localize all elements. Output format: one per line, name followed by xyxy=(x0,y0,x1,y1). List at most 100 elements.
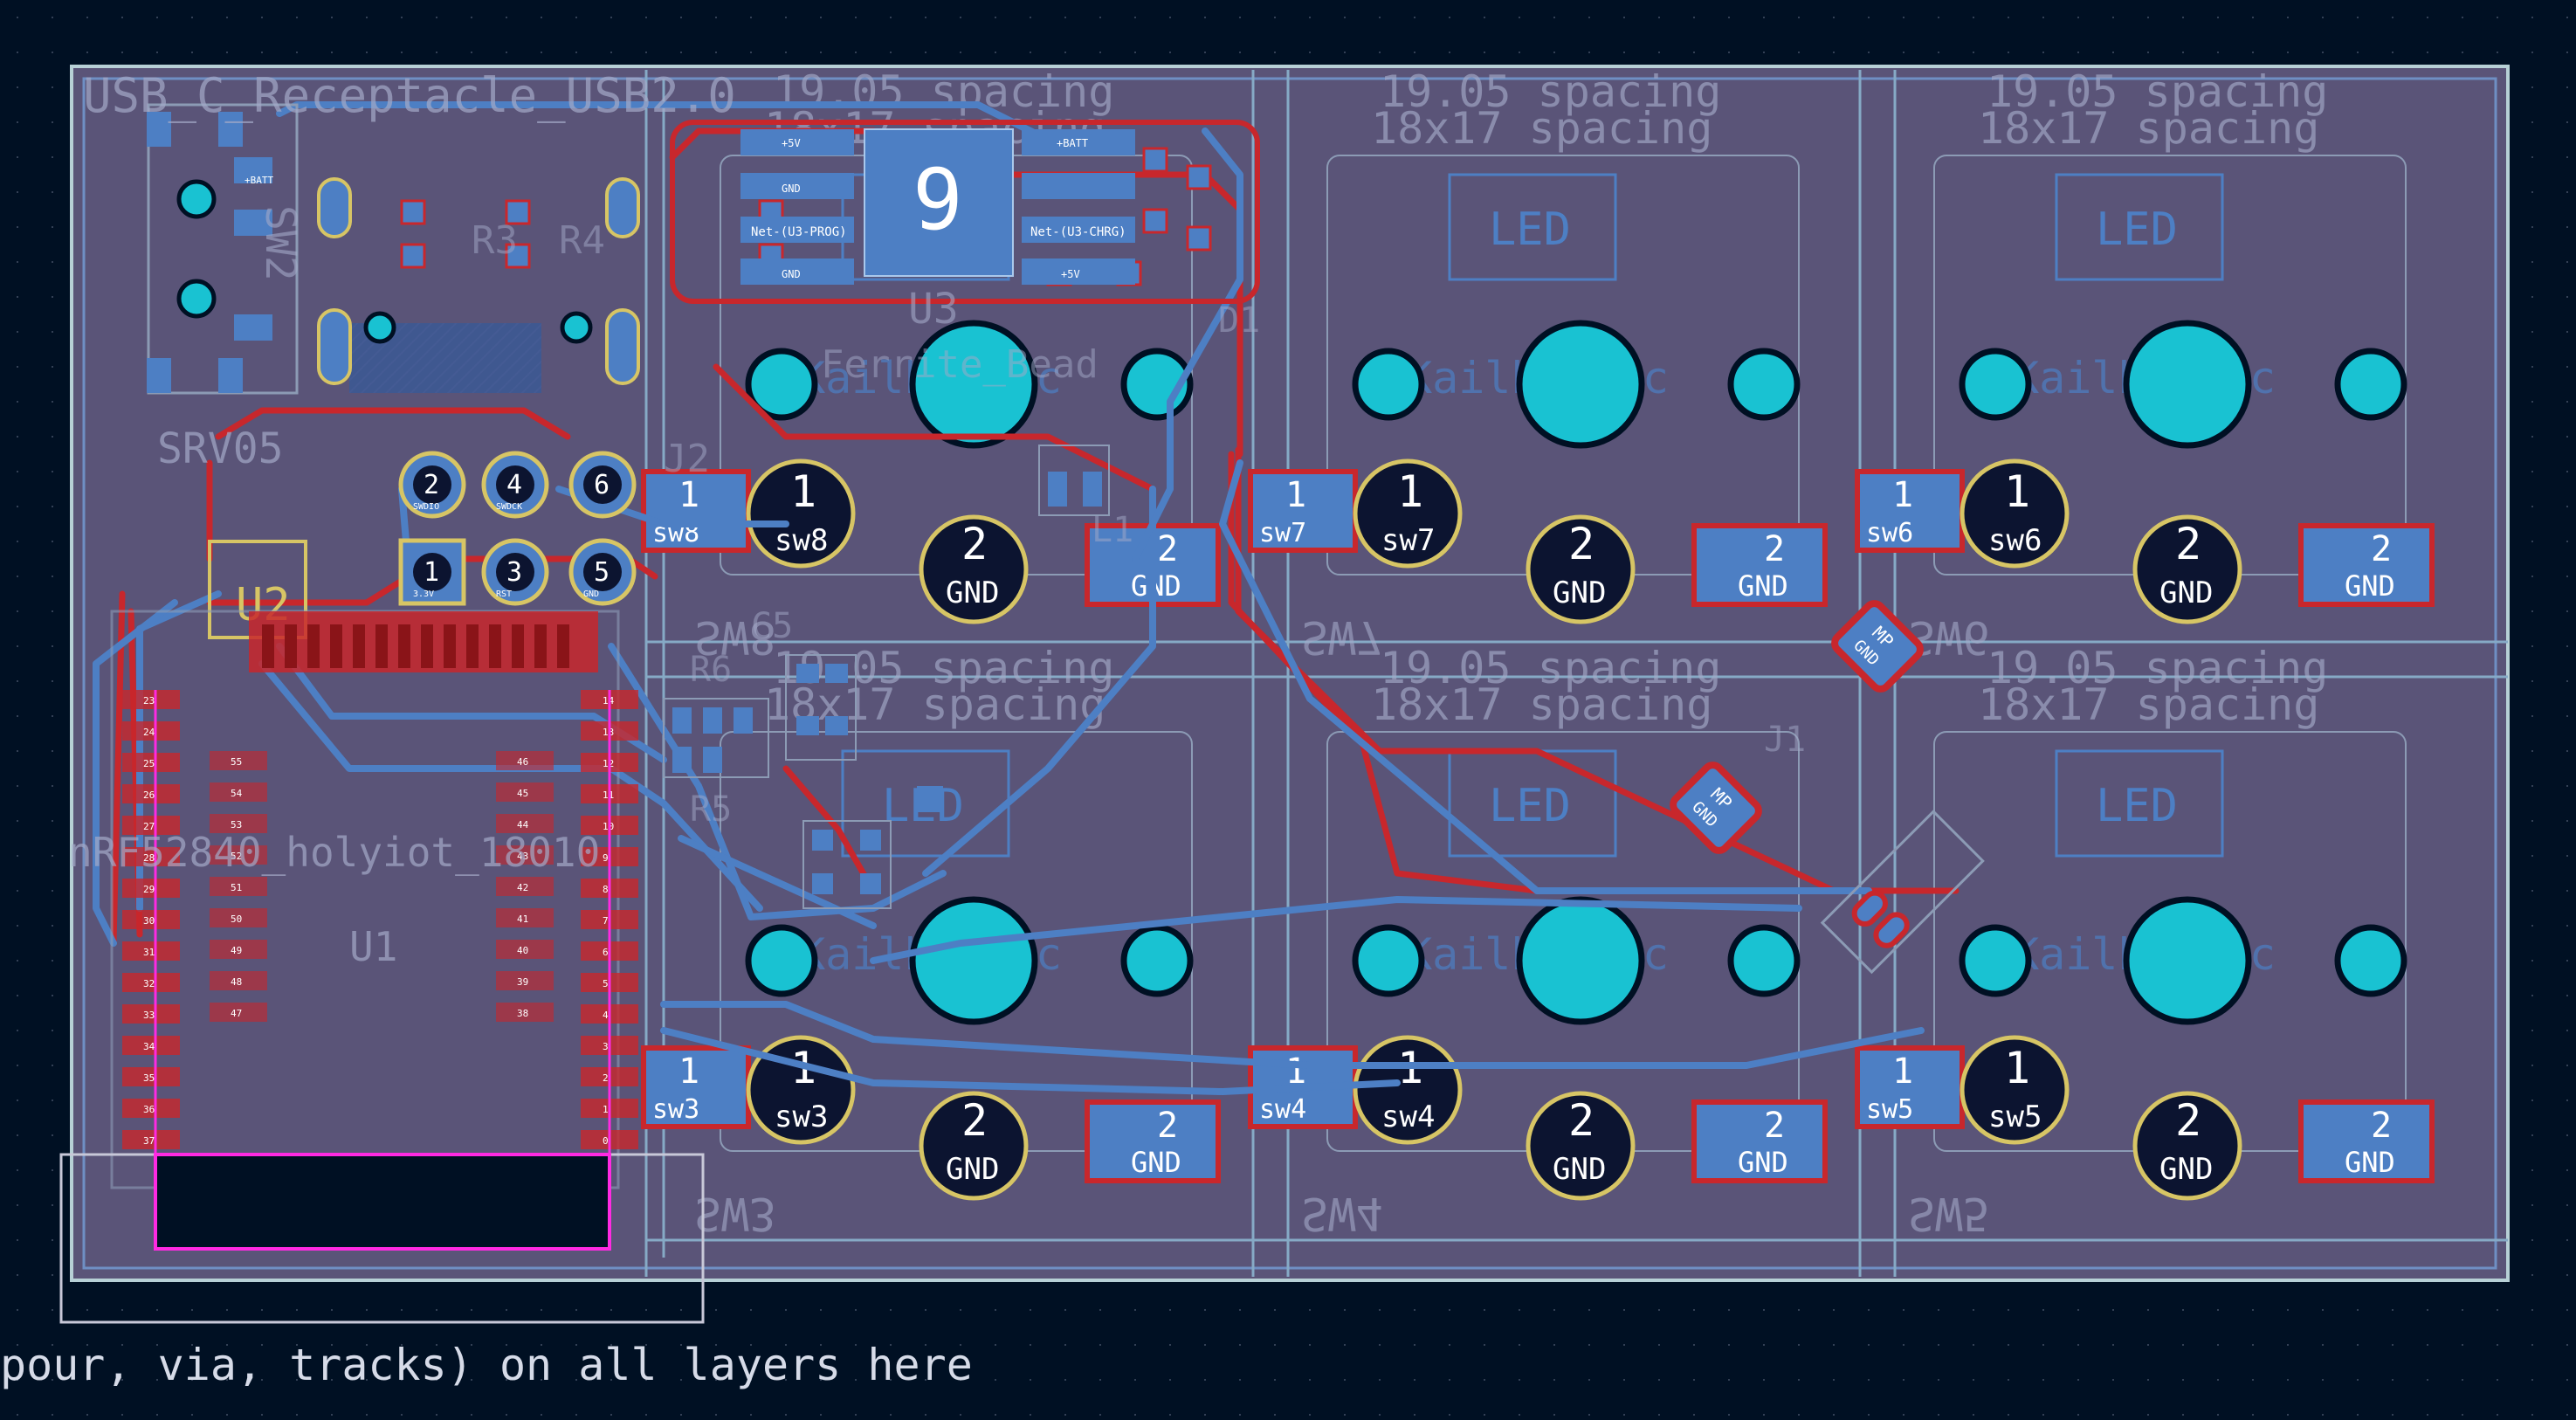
svg-text:GND: GND xyxy=(583,589,599,599)
spacing-18-label: 18x17 spacing xyxy=(1371,679,1712,730)
pin2-pth-number: 2 xyxy=(961,1095,988,1146)
svg-text:0: 0 xyxy=(603,1135,609,1147)
pin1-pth[interactable] xyxy=(1960,1035,2070,1145)
center-passives xyxy=(663,445,1110,909)
switch-silk-ref: SW7 xyxy=(1301,610,1383,663)
pin1-pth[interactable] xyxy=(1353,458,1463,569)
spacing-18-label: 18x17 spacing xyxy=(764,679,1105,730)
svg-text:1: 1 xyxy=(603,1104,609,1115)
svg-text:8: 8 xyxy=(603,884,609,895)
pin1-pth-ref: sw8 xyxy=(775,523,828,558)
switch-silk-ref: SW5 xyxy=(1908,1187,1990,1239)
u3-batt-label: +BATT xyxy=(1057,137,1088,149)
svg-text:29: 29 xyxy=(143,884,155,895)
board-inner-frame xyxy=(82,77,2497,1270)
mp-pad-2[interactable]: MP GND xyxy=(1670,762,1762,854)
usb-shield-pad xyxy=(218,112,243,147)
header-pin-6[interactable]: 6 xyxy=(568,451,637,519)
svg-text:27: 27 xyxy=(143,821,155,832)
j1-connector[interactable] xyxy=(1820,810,1985,975)
usb-c-label: USB_C_Receptacle_USB2.0 xyxy=(83,68,736,123)
svg-text:7: 7 xyxy=(603,915,609,927)
module-pad: 23 xyxy=(122,690,180,709)
usb-c-connector[interactable]: USB_C_Receptacle_USB2.0 +BATT xyxy=(83,68,736,395)
key-center-hole xyxy=(2123,896,2252,1025)
svg-text:48: 48 xyxy=(231,976,242,988)
u3-charger-chip[interactable]: 9 +5V GND Net-(U3-PROG) GND +BATT Net-(U… xyxy=(670,120,1260,387)
usb-small-holes xyxy=(363,311,593,344)
module-pad: 42 xyxy=(496,877,554,896)
pin1-pth[interactable] xyxy=(746,458,856,569)
led-outline xyxy=(2055,173,2224,281)
module-pad: 31 xyxy=(122,941,180,961)
u3-center-pad xyxy=(864,128,1014,277)
svg-text:40: 40 xyxy=(517,945,528,956)
edge-cut-cutout[interactable] xyxy=(154,1153,611,1251)
svg-text:46: 46 xyxy=(517,756,528,768)
pin2-net: GND xyxy=(2345,569,2395,603)
svg-text:25: 25 xyxy=(143,758,155,769)
pin2-pth[interactable] xyxy=(2132,514,2242,624)
nrf-module[interactable]: 2324252627282930313233343536375554535251… xyxy=(68,610,638,1189)
svg-text:6: 6 xyxy=(594,470,610,500)
pin1-number: 1 xyxy=(1285,475,1306,515)
pin2-pth[interactable] xyxy=(1526,1091,1636,1201)
ferrite-label: Ferrite_Bead xyxy=(821,342,1099,387)
spacing-19-label: 19.05 spacing xyxy=(1380,643,1721,693)
key-center-hole xyxy=(1516,896,1645,1025)
svg-text:36: 36 xyxy=(143,1104,155,1115)
j1-label: J1 xyxy=(1764,720,1806,760)
svg-text:26: 26 xyxy=(143,789,155,801)
svg-text:52: 52 xyxy=(231,851,242,862)
pin1-pth-number: 1 xyxy=(2004,466,2030,517)
pin2-pth-number: 2 xyxy=(2175,519,2201,569)
pin1-number: 1 xyxy=(1892,1051,1913,1092)
pin2-net: GND xyxy=(1131,1146,1181,1179)
module-pad: 49 xyxy=(210,940,267,959)
spacing-18-label: 18x17 spacing xyxy=(1371,103,1712,154)
svg-text:2: 2 xyxy=(603,1072,609,1084)
svg-text:4: 4 xyxy=(603,1010,609,1021)
pin1-pth-ref: sw4 xyxy=(1381,1099,1435,1134)
pin2-pth-net: GND xyxy=(1553,1152,1606,1187)
pin2-pth[interactable] xyxy=(1526,514,1636,624)
pin2-net: GND xyxy=(1738,1146,1788,1179)
key-side-hole xyxy=(745,348,818,421)
module-pad: 29 xyxy=(122,879,180,898)
module-pad: 48 xyxy=(210,971,267,990)
key-side-hole xyxy=(2334,348,2407,421)
module-pad: 35 xyxy=(122,1067,180,1086)
pin2-pth[interactable] xyxy=(919,1091,1029,1201)
mp-pad-1[interactable]: MP GND xyxy=(1831,600,1924,693)
pin1-pth[interactable] xyxy=(1960,458,2070,569)
header-pin-1[interactable]: 13.3V xyxy=(398,538,466,606)
pin1-pth[interactable] xyxy=(746,1035,856,1145)
pin2-pth-net: GND xyxy=(946,576,999,610)
pin1-pth-number: 1 xyxy=(790,466,816,517)
module-pad: 44 xyxy=(496,814,554,833)
pin2-pth[interactable] xyxy=(2132,1091,2242,1201)
module-pad: 52 xyxy=(210,845,267,865)
svg-text:23: 23 xyxy=(143,695,155,707)
u3-gnd-label-2: GND xyxy=(782,268,801,280)
nrf-module-label: nRF52840_holyiot_18010 xyxy=(68,829,600,876)
pin2-pth[interactable] xyxy=(919,514,1029,624)
switch-silk-ref: SW4 xyxy=(1301,1187,1383,1239)
pin1-pad xyxy=(1248,469,1358,553)
svg-text:38: 38 xyxy=(517,1008,528,1019)
svg-text:47: 47 xyxy=(231,1008,242,1019)
r6-label: R6 xyxy=(690,650,732,690)
svg-text:5: 5 xyxy=(594,557,610,588)
switch-silk-ref: SW8 xyxy=(694,610,776,663)
batt-pad-label: +BATT xyxy=(245,175,273,186)
